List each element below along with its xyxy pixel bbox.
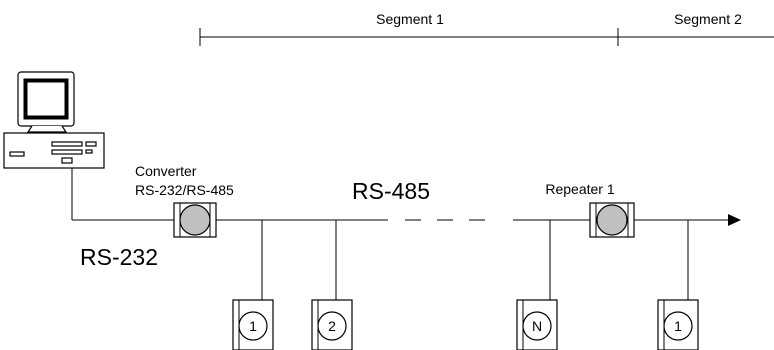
repeater-device — [589, 202, 635, 238]
node-1-label: 1 — [249, 318, 257, 334]
node-drop-lines — [261, 220, 689, 300]
arrow-right-icon — [728, 214, 741, 226]
node-n: N — [516, 299, 558, 350]
rs232-label: RS-232 — [80, 244, 158, 270]
node-1: 1 — [232, 299, 274, 350]
converter-subtitle: RS-232/RS-485 — [135, 182, 234, 198]
repeater-label: Repeater 1 — [545, 181, 614, 197]
segment-1-label: Segment 1 — [376, 11, 444, 27]
converter-title: Converter — [135, 163, 197, 179]
node-2-label: 2 — [328, 318, 336, 334]
rs232-cable — [71, 168, 176, 221]
node-2: 2 — [311, 299, 353, 350]
converter-device — [173, 202, 217, 238]
segment-2-bus — [634, 214, 741, 226]
rs485-label: RS-485 — [352, 178, 430, 204]
node-n-label: N — [532, 318, 542, 334]
segment-2-node-1-label: 1 — [674, 318, 682, 334]
segment-ruler — [199, 28, 774, 46]
segment-2-label: Segment 2 — [674, 11, 742, 27]
pc-computer-icon — [3, 71, 105, 169]
segment-2-node-1: 1 — [657, 299, 699, 350]
